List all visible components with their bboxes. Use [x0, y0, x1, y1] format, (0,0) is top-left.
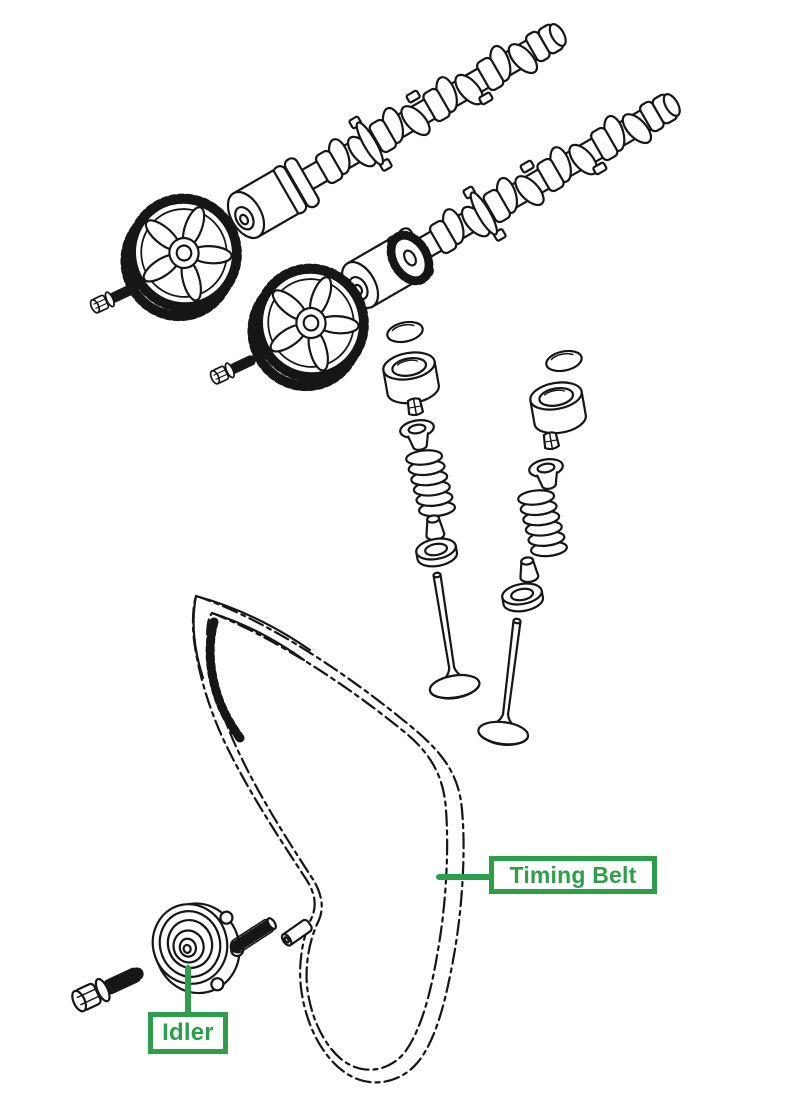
- valve-lifter-right: [527, 377, 590, 439]
- gear-bolt-left: [88, 281, 137, 315]
- valve-shim-right: [543, 346, 585, 376]
- spring-retainer-left: [397, 416, 439, 454]
- spring-retainer-right: [526, 455, 568, 493]
- valve-shim-left: [384, 317, 426, 347]
- pin: [278, 917, 315, 949]
- valve-spring-left: [404, 446, 457, 520]
- idler-pulley: [151, 902, 245, 995]
- valve-spring-right: [516, 486, 569, 560]
- camshaft-intake: [216, 4, 580, 251]
- idler-bolt: [69, 962, 144, 1014]
- timing-belt: [191, 594, 465, 1084]
- camshaft-sub-gear-icon: [386, 230, 434, 286]
- idler-callout[interactable]: Idler: [148, 1012, 228, 1054]
- valve-stem-seal-left: [422, 513, 447, 543]
- valve-keeper-left: [405, 396, 425, 418]
- gear-bolt-right: [208, 352, 257, 386]
- valve-left: [410, 567, 483, 704]
- belt-teeth: [205, 617, 245, 743]
- valve-right: [475, 614, 544, 749]
- spring-seat-left: [413, 534, 460, 571]
- timing-belt-callout[interactable]: Timing Belt: [489, 856, 657, 894]
- timing-belt-label: Timing Belt: [509, 861, 637, 888]
- idler-label: Idler: [162, 1019, 214, 1046]
- valve-stem-seal-right: [516, 555, 541, 585]
- spring-seat-right: [499, 579, 546, 616]
- valve-keeper-right: [541, 430, 561, 452]
